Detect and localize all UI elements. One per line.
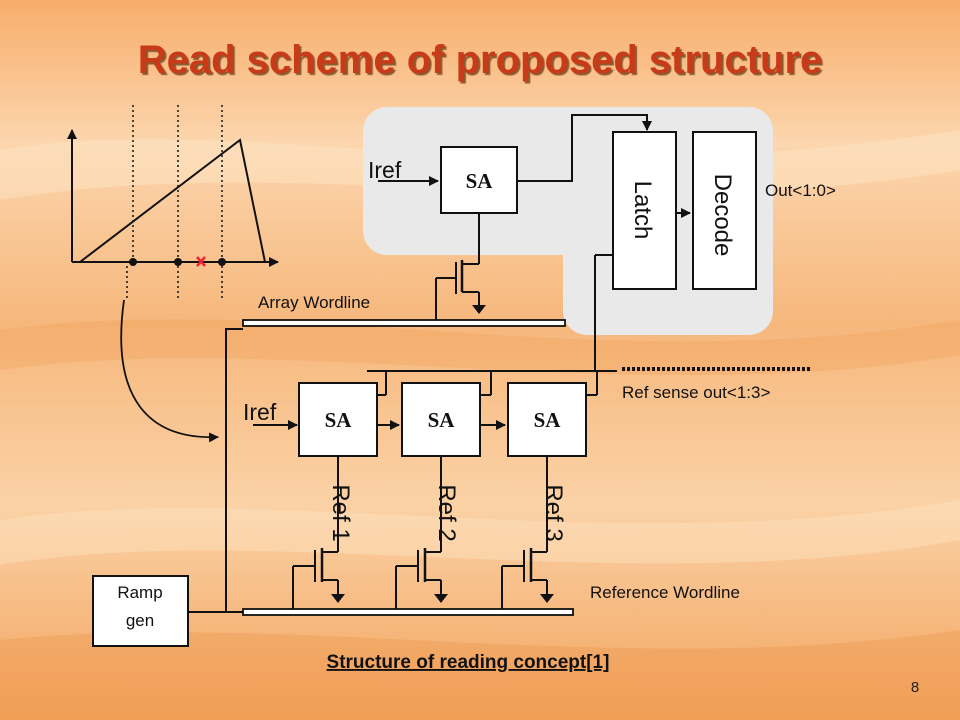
ref1-label: Ref 1 [327, 484, 354, 541]
ref2-transistor [395, 456, 448, 609]
sense-amp-top [440, 146, 518, 214]
reference-wordline-bar [242, 608, 574, 616]
sense-amp-ref2-label: SA [428, 408, 456, 432]
latch-decode-section: Latch Decode Out<1:0> [612, 131, 836, 290]
page-number: 8 [910, 679, 920, 696]
reference-wordline-section: Reference Wordline [242, 583, 740, 616]
ref3-transistor [501, 456, 554, 609]
out-label: Out<1:0> [765, 181, 836, 200]
array-wordline-bar [242, 319, 566, 327]
sense-amp-ref3 [507, 382, 587, 457]
ramp-waveform-graph [67, 105, 279, 443]
array-cell-transistor [435, 260, 486, 322]
iref-top-label: Iref [368, 157, 402, 183]
sense-amp-ref3-label: SA [534, 408, 562, 432]
sense-amp-top-label: SA [466, 169, 494, 193]
latch-label: Latch [629, 181, 656, 240]
array-wordline-label: Array Wordline [258, 293, 370, 312]
decode-block [692, 131, 757, 290]
reference-wordline-label: Reference Wordline [590, 583, 740, 602]
ref1-transistor [292, 456, 345, 609]
ref3-label: Ref 3 [540, 484, 567, 541]
reference-cells: Ref 1 Ref 2 Ref 3 [292, 456, 567, 609]
slide-title: Read scheme of proposed structure [137, 38, 823, 82]
iref-bottom-label: Iref [243, 399, 277, 425]
sense-amp-ref2 [401, 382, 481, 457]
decode-label: Decode [709, 174, 736, 257]
sense-amp-ref1-label: SA [325, 408, 353, 432]
ref2-label: Ref 2 [433, 484, 460, 541]
read-point-marker [196, 256, 206, 267]
reference-sense-amp-section: Iref SA SA SA Ref sense out<1:3> [243, 254, 812, 457]
ramp-gen-label-2: gen [126, 611, 154, 630]
ramp-gen-section: Ramp gen [92, 328, 243, 647]
array-wordline-section: Array Wordline [242, 293, 566, 327]
ref-sense-out-label: Ref sense out<1:3> [622, 383, 770, 402]
top-sense-amp-section: Iref SA [368, 114, 652, 322]
ramp-gen-label-1: Ramp [117, 583, 162, 602]
latch-block [612, 131, 677, 290]
diagram-caption: Structure of reading concept[1] [327, 652, 610, 673]
